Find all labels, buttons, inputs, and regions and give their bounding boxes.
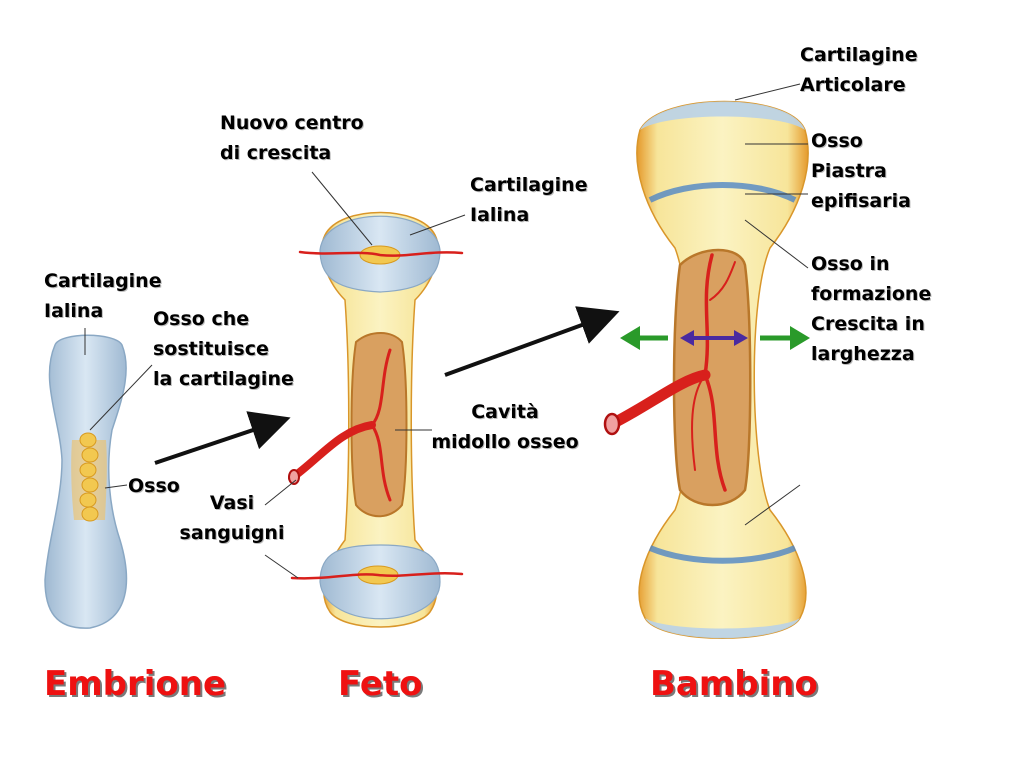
- stage-title-embryo: Embrione: [44, 664, 227, 704]
- label-line: sostituisce: [153, 338, 269, 360]
- label-line: Osso: [128, 475, 180, 497]
- fetus-marrow-cavity: [350, 332, 408, 518]
- label-hyaline-cartilage-fetus: Cartilagine Ialina: [470, 170, 588, 230]
- label-line: Articolare: [800, 74, 906, 96]
- label-bone-growth-plate: Osso Piastra epifisaria: [811, 126, 911, 216]
- label-line: Ialina: [44, 300, 104, 322]
- leader-lines: [84, 83, 809, 579]
- label-line: Cartilagine: [470, 174, 588, 196]
- label-line: Osso in: [811, 253, 890, 275]
- embryo-bone: [44, 334, 128, 629]
- label-line: Ialina: [470, 204, 530, 226]
- child-growth-plate-bottom: [648, 545, 797, 564]
- label-bone: Osso: [128, 471, 180, 501]
- fetus-vessels: [288, 250, 464, 580]
- label-line: midollo osseo: [431, 431, 579, 453]
- label-new-growth-center: Nuovo centro di crescita: [220, 108, 364, 168]
- stage-title-child: Bambino: [650, 664, 818, 704]
- label-line: formazione: [811, 283, 932, 305]
- label-line: Vasi: [209, 492, 255, 514]
- label-line: epifisaria: [811, 190, 911, 212]
- child-articular-cap-top: [640, 101, 805, 130]
- label-line: Crescita in: [811, 313, 925, 335]
- child-articular-cap-bottom: [645, 618, 800, 639]
- arrow-embryo-to-fetus: [154, 411, 291, 465]
- stage-title-fetus: Feto: [338, 664, 423, 704]
- label-line: Osso che: [153, 308, 250, 330]
- fetus-bone: [288, 211, 464, 628]
- label-line: sanguigni: [179, 522, 285, 544]
- label-line: Cartilagine: [44, 270, 162, 292]
- label-line: Osso: [811, 130, 863, 152]
- child-vessel-end: [603, 412, 621, 436]
- label-line: Nuovo centro: [220, 112, 364, 134]
- label-blood-vessels: Vasi sanguigni: [172, 488, 292, 548]
- label-line: larghezza: [811, 343, 915, 365]
- label-line: di crescita: [220, 142, 332, 164]
- fetus-vessel-end: [288, 469, 300, 485]
- label-line: Cavità: [471, 401, 539, 423]
- label-marrow-cavity: Cavità midollo osseo: [425, 397, 585, 457]
- label-line: la cartilagine: [153, 368, 294, 390]
- width-growth-arrows: [620, 326, 810, 350]
- label-bone-forming: Osso in formazione Crescita in larghezza: [811, 249, 931, 369]
- label-bone-replacing-cartilage: Osso che sostituisce la cartilagine: [153, 304, 294, 394]
- label-articular-cartilage: Cartilagine Articolare: [800, 40, 918, 100]
- child-bone: [603, 100, 810, 639]
- child-vessels: [604, 253, 736, 492]
- arrow-fetus-to-child: [444, 306, 620, 377]
- label-line: Cartilagine: [800, 44, 918, 66]
- label-line: Piastra: [811, 160, 887, 182]
- label-hyaline-cartilage-embryo: Cartilagine Ialina: [44, 266, 162, 326]
- embryo-ossification: [79, 432, 99, 522]
